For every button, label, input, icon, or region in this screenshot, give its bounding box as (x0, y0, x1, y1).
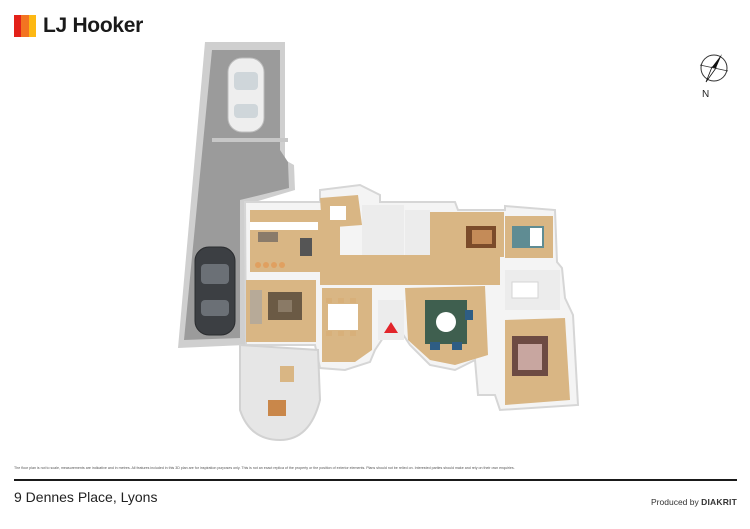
logo-mark-icon (14, 15, 36, 37)
sunroom (239, 343, 322, 442)
sofa (250, 290, 262, 324)
entry-marker-icon (384, 322, 398, 333)
producer-name: DIAKRIT (701, 497, 737, 507)
producer-credit: Produced by DIAKRIT (651, 497, 737, 507)
car-white (227, 57, 265, 133)
bathroom-floor (362, 205, 404, 255)
hall-nook-floor (430, 212, 460, 260)
laundry-floor (405, 210, 430, 258)
brand-name: LJ Hooker (43, 14, 143, 37)
coffee-table (436, 312, 456, 332)
producer-prefix: Produced by (651, 497, 699, 507)
dining-table (328, 304, 358, 330)
compass-north-label: N (702, 89, 710, 100)
footer-divider (14, 479, 737, 481)
floor-plan-3d (178, 42, 580, 442)
entry-floor (378, 300, 404, 340)
compass-rose-icon (699, 54, 729, 83)
brand-logo: LJ Hooker (14, 14, 143, 38)
fridge (300, 238, 312, 256)
property-address: 9 Dennes Place, Lyons (14, 489, 158, 505)
kitchen-island (258, 232, 278, 242)
car-dark (194, 246, 236, 336)
armchairs (430, 310, 473, 350)
small-table (330, 206, 346, 220)
hallway-floor (320, 255, 500, 285)
dining-chairs (326, 298, 356, 336)
kitchen-bench (250, 222, 318, 230)
bar-stools (255, 262, 285, 268)
disclaimer-text: The floor plan is not to scale, measurem… (14, 466, 515, 470)
patio-table (268, 400, 286, 416)
